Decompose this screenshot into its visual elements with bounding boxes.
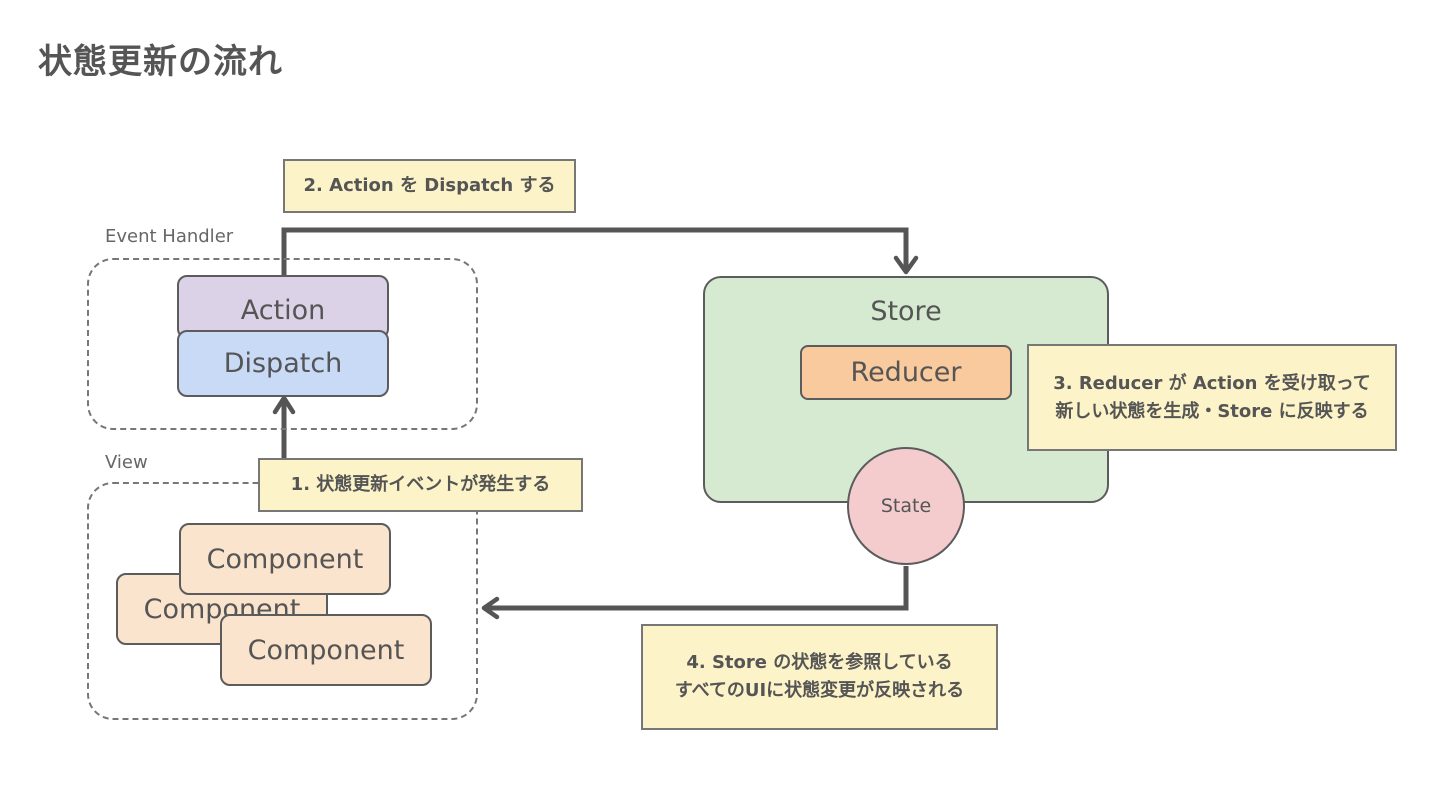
state-label: State — [880, 495, 932, 517]
note-step-4: 4. Store の状態を参照している すべてのUIに状態変更が反映される — [641, 624, 998, 730]
note-step-3: 3. Reducer が Action を受け取って 新しい状態を生成・Stor… — [1027, 344, 1397, 451]
dispatch-label: Dispatch — [223, 348, 343, 379]
component-label: Component — [247, 634, 405, 666]
view-label: View — [105, 452, 148, 473]
dispatch-box: Dispatch — [177, 330, 389, 397]
event-handler-group — [87, 258, 478, 430]
page-title: 状態更新の流れ — [38, 42, 283, 82]
arrowhead-left-view — [481, 596, 500, 620]
arrow-action-to-store — [281, 227, 909, 276]
action-box: Action — [177, 275, 389, 339]
store-label: Store — [870, 296, 942, 327]
arrowhead-down-store — [893, 255, 919, 275]
arrow-state-to-view — [488, 566, 909, 611]
state-circle: State — [847, 447, 965, 565]
reducer-label: Reducer — [850, 357, 962, 388]
component-box-front: Component — [220, 614, 432, 686]
note-step-1-line-1: 1. 状態更新イベントが発生する — [290, 474, 551, 496]
arrowhead-up — [272, 395, 296, 415]
note-step-4-line-1: 4. Store の状態を参照している — [686, 652, 953, 674]
note-step-2: 2. Action を Dispatch する — [283, 159, 576, 213]
note-step-2-line-1: 2. Action を Dispatch する — [303, 175, 556, 197]
component-box-top: Component — [179, 523, 391, 595]
note-step-4-line-2: すべてのUIに状態変更が反映される — [674, 680, 965, 701]
event-handler-label: Event Handler — [105, 226, 234, 247]
note-step-3-line-2: 新しい状態を生成・Store に反映する — [1055, 400, 1369, 422]
reducer-box: Reducer — [800, 345, 1012, 400]
note-step-1: 1. 状態更新イベントが発生する — [258, 458, 583, 512]
note-step-3-line-1: 3. Reducer が Action を受け取って — [1053, 372, 1371, 394]
action-label: Action — [240, 295, 326, 326]
component-label: Component — [206, 543, 364, 575]
